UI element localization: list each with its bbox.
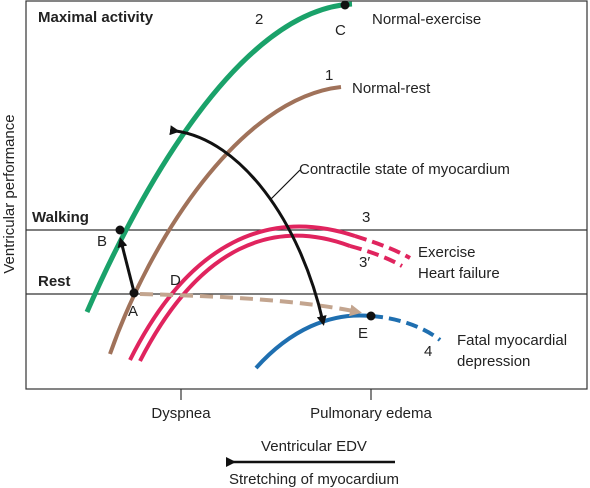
curve-4-number: 4	[424, 343, 432, 360]
curve-4-fatal-depression	[254, 313, 372, 370]
point-b	[115, 225, 125, 235]
curve-4-fatal-depression-dashed	[370, 314, 442, 342]
bottom-label-edv: Ventricular EDV	[261, 438, 367, 455]
tick-label-dyspnea: Dyspnea	[151, 405, 211, 422]
curve-3-name-line2: Heart failure	[418, 265, 500, 282]
curve-1-name: Normal-rest	[352, 80, 431, 97]
curve-3-name-line1: Exercise	[418, 244, 476, 261]
contractile-leader	[269, 169, 301, 201]
point-d-label: D	[170, 272, 181, 289]
point-c	[340, 0, 350, 10]
curve-3p-heart-failure-dashed	[349, 244, 403, 268]
curve-3-exercise-dashed	[354, 234, 411, 260]
curve-3-number: 3	[362, 209, 370, 226]
curve-2-number: 2	[255, 11, 263, 28]
curve-3p-number: 3′	[359, 254, 370, 271]
curve-1-number: 1	[325, 67, 333, 84]
curve-4-name-line2: depression	[457, 353, 530, 370]
curve-1-normal-rest	[108, 85, 342, 355]
label-rest: Rest	[38, 273, 71, 290]
curve-2-normal-exercise	[84, 1, 353, 313]
bottom-label-stretching: Stretching of myocardium	[229, 471, 399, 488]
point-e-label: E	[358, 325, 368, 342]
point-e	[366, 311, 376, 321]
point-b-label: B	[97, 233, 107, 250]
curve-2-name: Normal-exercise	[372, 11, 481, 28]
point-a	[129, 288, 139, 298]
arrow-a-to-e	[139, 292, 362, 317]
point-c-label: C	[335, 22, 346, 39]
label-walking: Walking	[32, 209, 89, 226]
plot-frame	[25, 0, 588, 390]
tick-label-pulmonary-edema: Pulmonary edema	[310, 405, 432, 422]
contractile-label: Contractile state of myocardium	[299, 161, 510, 178]
contractile-arrow	[169, 125, 327, 326]
y-axis-label: Ventricular performance	[1, 114, 18, 273]
arrow-a-to-b	[117, 237, 136, 293]
point-a-label: A	[128, 303, 138, 320]
curve-4-name-line1: Fatal myocardial	[457, 332, 567, 349]
label-maximal-activity: Maximal activity	[38, 9, 154, 26]
